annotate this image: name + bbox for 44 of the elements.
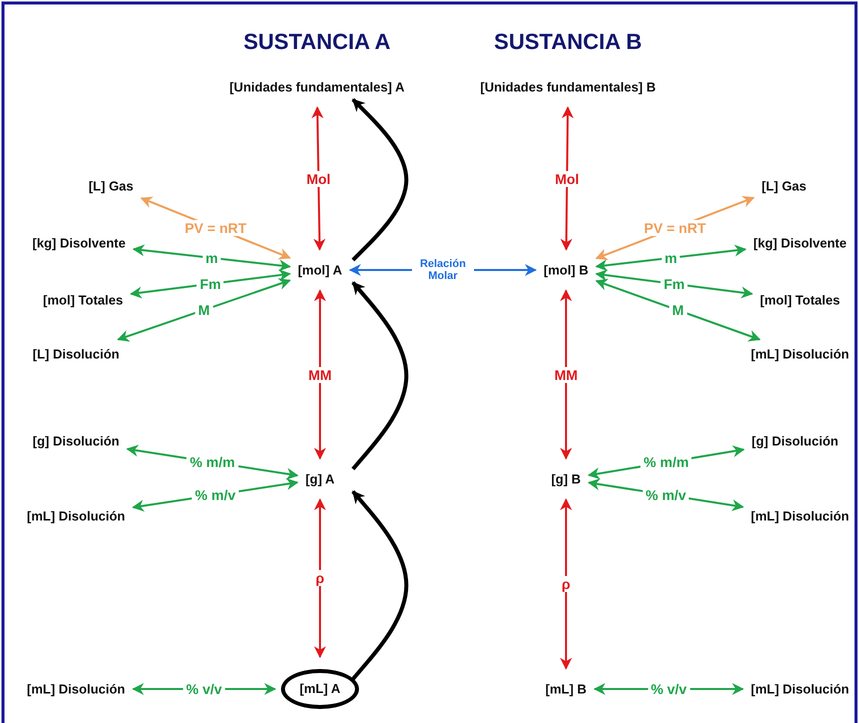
quantity-label: [mol] Totales [41,292,125,308]
quantity-label: [g] Disolución [30,432,122,450]
edge-label: % m/m [186,454,238,470]
quantity-label: [L] Gas [86,178,136,194]
quantity-label: [Unidades fundamentales] B [478,78,658,96]
circled-quantity: [mL] A [281,669,359,709]
curved-arrow [351,490,408,680]
quantity-label: [g] Disolución [750,432,840,450]
quantity-label: [mol] B [542,262,590,278]
quantity-label: [L] Disolución [30,346,122,362]
quantity-label: [mL] Disolución [24,508,128,524]
quantity-label: [mol] Totales [758,292,842,308]
arrow [560,289,572,460]
quantity-label: [kg] Disolvente [751,234,849,252]
quantity-label: [L] Gas [760,178,808,194]
edge-label: % m/v [192,486,238,503]
edge-label: Relación Molar [412,258,474,282]
edge-label: % m/m [640,454,692,470]
column-heading: SUSTANCIA A [243,29,391,55]
quantity-label: [g] A [303,470,337,488]
quantity-label: [mL] Disolución [24,680,128,698]
quantity-label: [mL] Disolución [748,680,852,698]
column-heading: SUSTANCIA B [494,29,642,55]
edge-label: % m/v [642,486,690,503]
arrow [560,498,572,670]
edge-label: % v/v [183,681,225,697]
arrow [312,106,326,251]
arrow [314,498,326,658]
quantity-label: [kg] Disolvente [30,234,128,252]
edge-label: % v/v [648,681,690,697]
arrow [116,278,291,342]
curved-arrow [352,98,408,262]
quantity-label: [mol] A [296,262,344,278]
arrow [595,278,761,342]
arrow [595,244,747,272]
quantity-label: [mL] B [543,680,589,698]
curved-arrow [351,281,408,470]
quantity-label: [mL] Disolución [748,346,852,362]
quantity-label: [g] B [549,470,583,488]
quantity-label: [mL] Disolución [748,508,852,524]
arrow [560,106,574,251]
arrow [314,289,326,460]
quantity-label: [Unidades fundamentales] A [227,78,407,96]
arrow [132,244,292,272]
